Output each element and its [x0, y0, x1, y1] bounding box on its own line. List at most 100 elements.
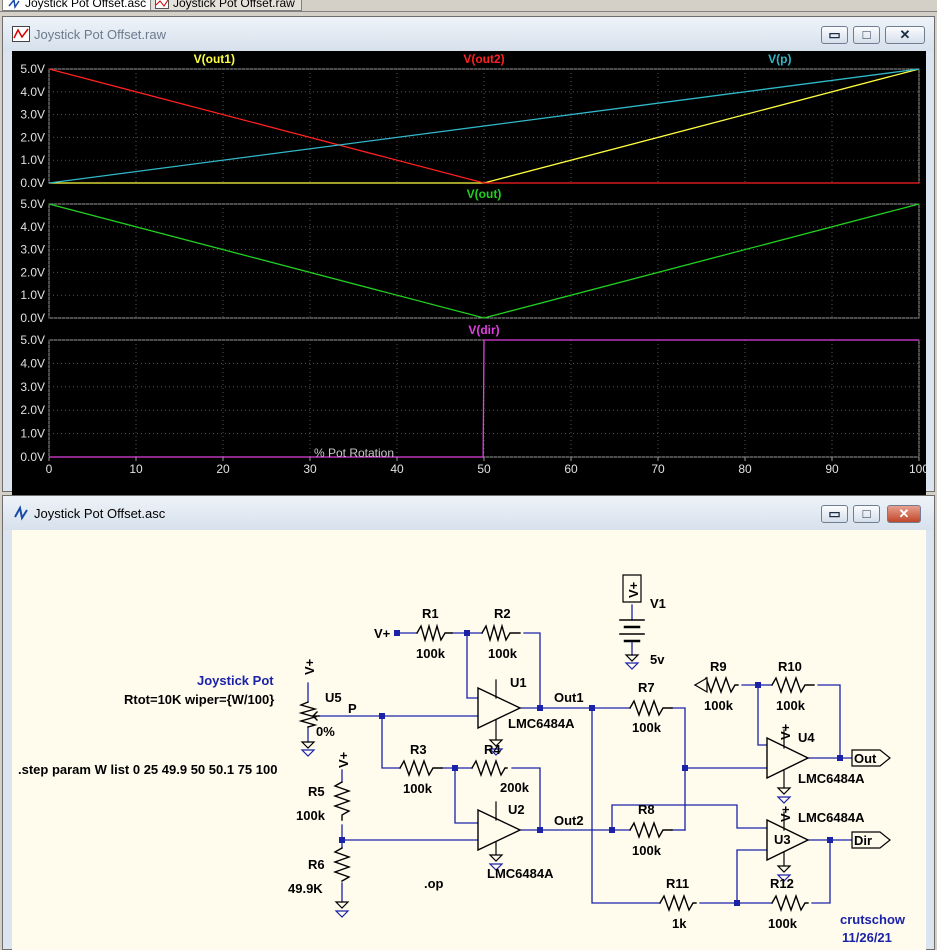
label-r8-ref: R8 — [638, 802, 655, 817]
opamp-u4[interactable] — [766, 736, 810, 780]
opamp-u2[interactable] — [477, 808, 522, 852]
schematic-window-icon — [14, 505, 28, 521]
minimize-button[interactable]: ▭ — [821, 505, 848, 523]
y-tick-label: 2.0V — [20, 130, 45, 144]
y-tick-label: 2.0V — [20, 265, 45, 279]
series-line-vdir — [49, 339, 919, 458]
close-button[interactable]: ✕ — [887, 505, 921, 523]
label-net-out1: Out1 — [554, 690, 584, 705]
schematic-canvas[interactable]: V+ R1 100k R2 100k U1 LMC6484A Out1 Joys… — [12, 530, 926, 950]
label-v1-value: 5v — [650, 652, 665, 667]
x-axis-label: % Pot Rotation — [314, 446, 394, 460]
schematic-window-title: Joystick Pot Offset.asc — [34, 506, 166, 521]
waveform-titlebar[interactable]: Joystick Pot Offset.raw ▭ □ ✕ — [3, 17, 934, 51]
close-button[interactable]: ✕ — [885, 26, 925, 44]
label-u3-vplus: V+ — [778, 805, 793, 822]
y-tick-label: 0.0V — [20, 311, 45, 325]
label-step-directive: .step param W list 0 25 49.9 50 50.1 75 … — [18, 762, 277, 777]
label-r5-ref: R5 — [308, 784, 325, 799]
label-r6-ref: R6 — [308, 857, 325, 872]
x-tick-label: 70 — [651, 462, 665, 476]
waveform-plot[interactable]: 5.0V 4.0V 3.0V 2.0V 1.0V 0.0V V(out1) V(out2) V(… — [12, 51, 929, 504]
label-r5-value: 100k — [296, 808, 326, 823]
label-r10-value: 100k — [776, 698, 806, 713]
label-r1-ref: R1 — [422, 606, 439, 621]
port-dir[interactable]: Dir — [854, 833, 872, 848]
label-r11-value: 1k — [672, 916, 687, 931]
label-r1-value: 100k — [416, 646, 446, 661]
label-r11-ref: R11 — [666, 876, 689, 891]
tab-waveform-label: Joystick Pot Offset.raw — [173, 0, 295, 10]
label-u4-value: LMC6484A — [798, 771, 865, 786]
restore-button[interactable]: □ — [853, 26, 880, 44]
label-r9-ref: R9 — [710, 659, 727, 674]
port-out[interactable]: Out — [854, 751, 877, 766]
label-r5-vplus: V+ — [336, 751, 351, 768]
label-joystick-pot: Joystick Pot — [197, 673, 274, 688]
label-author: crutschow — [840, 912, 906, 927]
label-rtot: Rtot=10K wiper={W/100} — [124, 692, 274, 707]
legend-vp: V(p) — [768, 52, 791, 66]
waveform-icon — [155, 0, 169, 9]
label-r8-value: 100k — [632, 843, 662, 858]
schematic-titlebar[interactable]: Joystick Pot Offset.asc ▭ □ ✕ — [3, 496, 934, 530]
tab-schematic[interactable]: Joystick Pot Offset.asc — [2, 0, 154, 11]
restore-icon: □ — [862, 27, 871, 42]
series-line-vout — [48, 203, 920, 319]
x-tick-label: 40 — [390, 462, 404, 476]
minimize-button[interactable]: ▭ — [821, 26, 848, 44]
label-v-plus-r1: V+ — [374, 626, 391, 641]
label-u5-ref: U5 — [325, 690, 342, 705]
opamp-u1[interactable] — [477, 686, 522, 730]
y-tick-label: 0.0V — [20, 176, 45, 190]
legend-vout1: V(out1) — [194, 52, 235, 66]
y-tick-label: 4.0V — [20, 356, 45, 370]
x-tick-label: 0 — [46, 462, 53, 476]
x-tick-label: 90 — [825, 462, 839, 476]
close-icon: ✕ — [899, 27, 911, 42]
series-line-vout2 — [48, 68, 919, 184]
label-r4-value: 200k — [500, 780, 530, 795]
minimize-icon: ▭ — [828, 27, 841, 42]
waveform-window-icon — [12, 26, 30, 42]
x-tick-label: 20 — [216, 462, 230, 476]
label-u2-value: LMC6484A — [487, 866, 554, 881]
label-v1-ref: V1 — [650, 596, 666, 611]
x-tick-label: 100 — [909, 462, 926, 476]
y-tick-label: 5.0V — [20, 62, 45, 76]
schematic-drawing[interactable]: V+ R1 100k R2 100k U1 LMC6484A Out1 Joys… — [12, 530, 926, 950]
tab-waveform[interactable]: Joystick Pot Offset.raw — [150, 0, 302, 11]
y-tick-label: 3.0V — [20, 108, 45, 122]
label-net-out2: Out2 — [554, 813, 584, 828]
y-tick-label: 1.0V — [20, 427, 45, 441]
label-u4-vplus: V+ — [778, 723, 793, 740]
opamp-u3[interactable] — [766, 818, 810, 862]
label-net-p: P — [348, 701, 357, 716]
legend-vout2: V(out2) — [463, 52, 504, 66]
label-r7-ref: R7 — [638, 680, 655, 695]
series-line-vp — [48, 68, 920, 184]
x-tick-label: 50 — [477, 462, 491, 476]
y-tick-label: 4.0V — [20, 85, 45, 99]
x-tick-label: 60 — [564, 462, 578, 476]
label-r6-value: 49.9K — [288, 881, 323, 896]
document-tab-bar: Joystick Pot Offset.asc Joystick Pot Off… — [0, 0, 937, 12]
label-r12-value: 100k — [768, 916, 798, 931]
y-tick-label: 2.0V — [20, 403, 45, 417]
waveform-window-title: Joystick Pot Offset.raw — [34, 27, 166, 42]
y-tick-label: 5.0V — [20, 333, 45, 347]
label-r4-ref: R4 — [484, 742, 501, 757]
minimize-icon: ▭ — [828, 506, 841, 521]
label-pct: 0% — [316, 724, 335, 739]
label-u5-vplus: V+ — [302, 658, 317, 675]
y-tick-label: 5.0V — [20, 197, 45, 211]
restore-button[interactable]: □ — [853, 505, 880, 523]
label-r10-ref: R10 — [778, 659, 802, 674]
label-u4-ref: U4 — [798, 730, 815, 745]
tab-schematic-label: Joystick Pot Offset.asc — [25, 0, 147, 10]
plot-area[interactable]: 5.0V 4.0V 3.0V 2.0V 1.0V 0.0V V(out1) V(out2) V(… — [12, 51, 929, 504]
x-tick-label: 30 — [303, 462, 317, 476]
waveform-window: Joystick Pot Offset.raw ▭ □ ✕ 5.0V 4.0V 3.… — [2, 16, 935, 504]
restore-icon: □ — [862, 506, 871, 521]
label-u1-value: LMC6484A — [508, 716, 575, 731]
